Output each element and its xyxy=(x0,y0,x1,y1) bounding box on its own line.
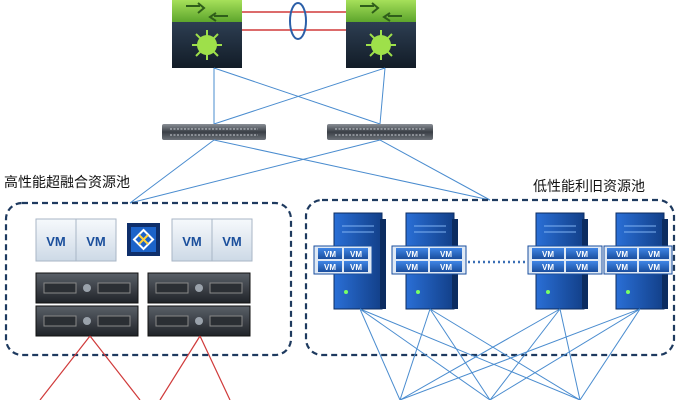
vmware-logo-icon xyxy=(127,223,160,256)
blade-server-icon xyxy=(147,272,251,304)
svg-text:VM: VM xyxy=(440,250,452,259)
vm-badge-strip: VM VM VM VM xyxy=(527,245,603,275)
svg-text:VM: VM xyxy=(46,234,66,249)
access-pool-links xyxy=(129,139,491,204)
svg-text:VM: VM xyxy=(406,263,418,272)
core-switch-icon xyxy=(346,0,416,68)
vm-badge-strip: VM VM VM VM xyxy=(313,245,373,275)
low-pool-storage-links xyxy=(359,308,641,400)
vm-badge-strip: VM VM VM VM xyxy=(391,245,467,275)
high-pool-storage-links xyxy=(39,335,231,400)
high-performance-pool-box xyxy=(4,201,293,357)
svg-text:VM: VM xyxy=(542,263,554,272)
vm-tile: VM xyxy=(75,218,117,262)
vm-badge-strip: VM VM VM VM xyxy=(603,245,673,275)
svg-text:VM: VM xyxy=(324,250,336,259)
svg-text:VM: VM xyxy=(576,263,588,272)
core-interconnect xyxy=(242,2,346,40)
access-switch-icon xyxy=(162,124,266,140)
svg-text:VM: VM xyxy=(222,234,242,249)
svg-text:VM: VM xyxy=(648,263,660,272)
svg-text:VM: VM xyxy=(648,250,660,259)
svg-text:VM: VM xyxy=(350,250,362,259)
low-performance-pool-box xyxy=(304,198,676,357)
vm-tile: VM xyxy=(171,218,213,262)
svg-text:VM: VM xyxy=(350,263,362,272)
core-switch-icon xyxy=(172,0,242,68)
svg-text:VM: VM xyxy=(406,250,418,259)
high-performance-pool-label: 高性能超融合资源池 xyxy=(4,175,130,191)
blade-server-icon xyxy=(147,305,251,337)
svg-text:VM: VM xyxy=(542,250,554,259)
vm-tile: VM xyxy=(211,218,253,262)
blade-server-icon xyxy=(35,272,139,304)
svg-text:VM: VM xyxy=(616,250,628,259)
core-access-links xyxy=(213,67,386,125)
svg-text:VM: VM xyxy=(86,234,106,249)
blade-server-icon xyxy=(35,305,139,337)
svg-text:VM: VM xyxy=(324,263,336,272)
svg-text:VM: VM xyxy=(182,234,202,249)
low-performance-pool-label: 低性能利旧资源池 xyxy=(533,179,645,195)
svg-text:VM: VM xyxy=(576,250,588,259)
vm-tile: VM xyxy=(35,218,77,262)
access-switch-icon xyxy=(327,124,433,140)
svg-text:VM: VM xyxy=(616,263,628,272)
svg-text:VM: VM xyxy=(440,263,452,272)
